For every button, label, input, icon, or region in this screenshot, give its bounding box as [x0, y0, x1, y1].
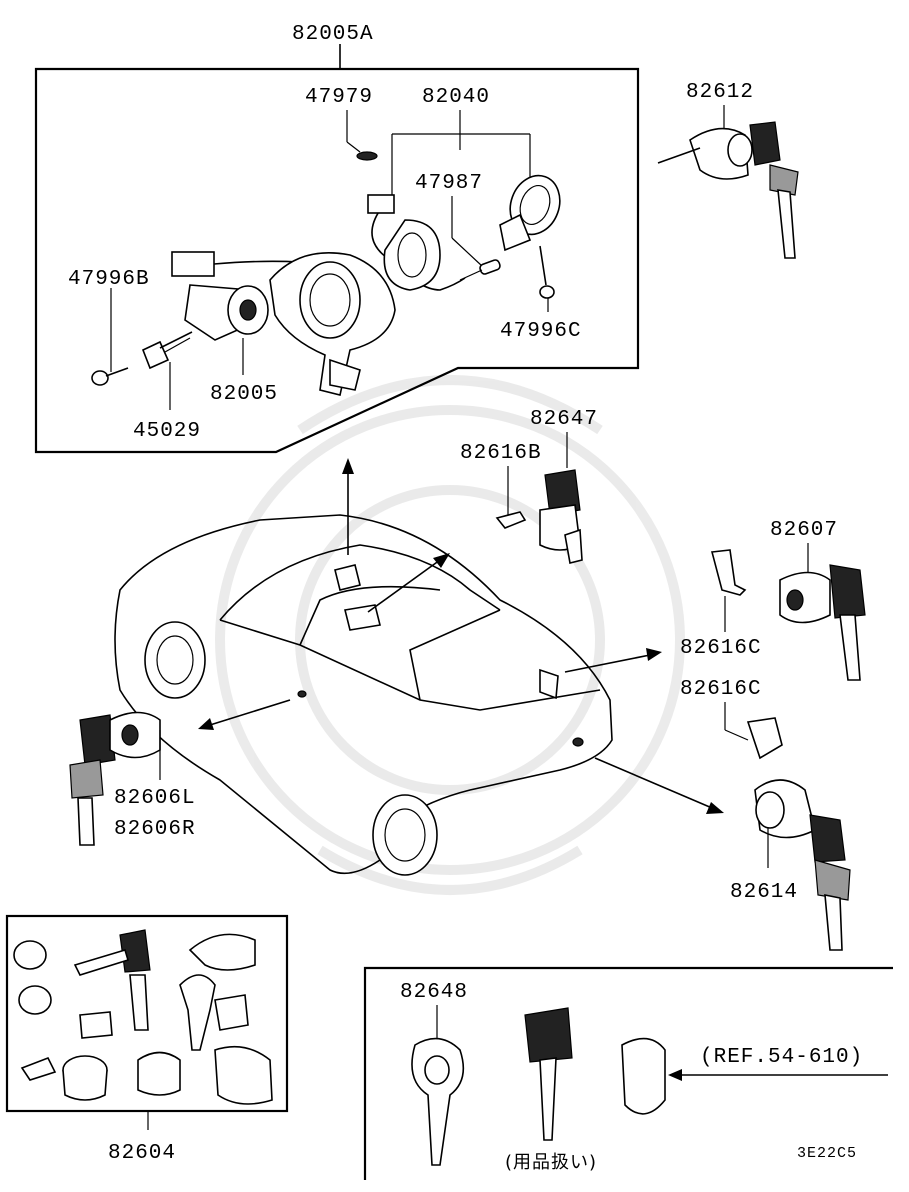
label-82604: 82604 — [108, 1142, 176, 1165]
part-82606-group: 82606L 82606R — [69, 711, 196, 846]
illumination-ring-82040 — [499, 174, 561, 252]
screw-47996C — [539, 245, 555, 299]
label-82616C-b: 82616C — [680, 678, 762, 701]
label-accessory-note: (用品扱い) — [505, 1152, 597, 1173]
part-82612-group: 82612 — [657, 81, 799, 259]
label-82614: 82614 — [730, 881, 798, 904]
label-47996C: 47996C — [500, 320, 582, 343]
key-cylinder-82005 — [184, 284, 269, 341]
kit-82604-group: 82604 — [5, 914, 289, 1165]
assembly-box — [34, 67, 640, 454]
label-47979: 47979 — [305, 86, 373, 109]
label-82606L: 82606L — [114, 787, 196, 810]
label-82616C-a: 82616C — [680, 637, 762, 660]
label-diagram-code: 3E22C5 — [797, 1145, 857, 1162]
bulb-47987 — [459, 259, 501, 281]
label-47996B: 47996B — [68, 268, 150, 291]
shear-bolt-45029 — [141, 331, 193, 370]
steering-lock-body — [269, 219, 441, 396]
part-82614-group: 82616C 82614 — [680, 678, 851, 951]
connector-top — [367, 194, 395, 214]
watermark — [215, 375, 685, 895]
label-82606R: 82606R — [114, 818, 196, 841]
arrows — [198, 458, 724, 814]
connector-left — [171, 251, 215, 277]
grommet-47979 — [356, 151, 378, 161]
label-47987: 47987 — [415, 172, 483, 195]
part-82607-group: 82607 82616C — [680, 519, 866, 681]
screw-47996B — [91, 367, 129, 386]
label-82005A: 82005A — [292, 23, 374, 46]
assembly-82005A-group: 82005A 47979 82040 47987 — [34, 23, 640, 454]
label-reference: (REF.54-610) — [700, 1046, 863, 1069]
key-82648-group: 82648 (REF.54-610) (用品扱い) 3E22C5 — [363, 966, 893, 1180]
label-45029: 45029 — [133, 420, 201, 443]
label-82005: 82005 — [210, 383, 278, 406]
kit-box — [5, 914, 289, 1113]
car-outline — [114, 514, 613, 876]
key-box — [363, 966, 893, 1180]
label-82648: 82648 — [400, 981, 468, 1004]
label-82616B: 82616B — [460, 442, 542, 465]
part-82647-group: 82647 82616B — [460, 408, 598, 564]
label-82607: 82607 — [770, 519, 838, 542]
label-82612: 82612 — [686, 81, 754, 104]
label-82040: 82040 — [422, 86, 490, 109]
label-82647: 82647 — [530, 408, 598, 431]
